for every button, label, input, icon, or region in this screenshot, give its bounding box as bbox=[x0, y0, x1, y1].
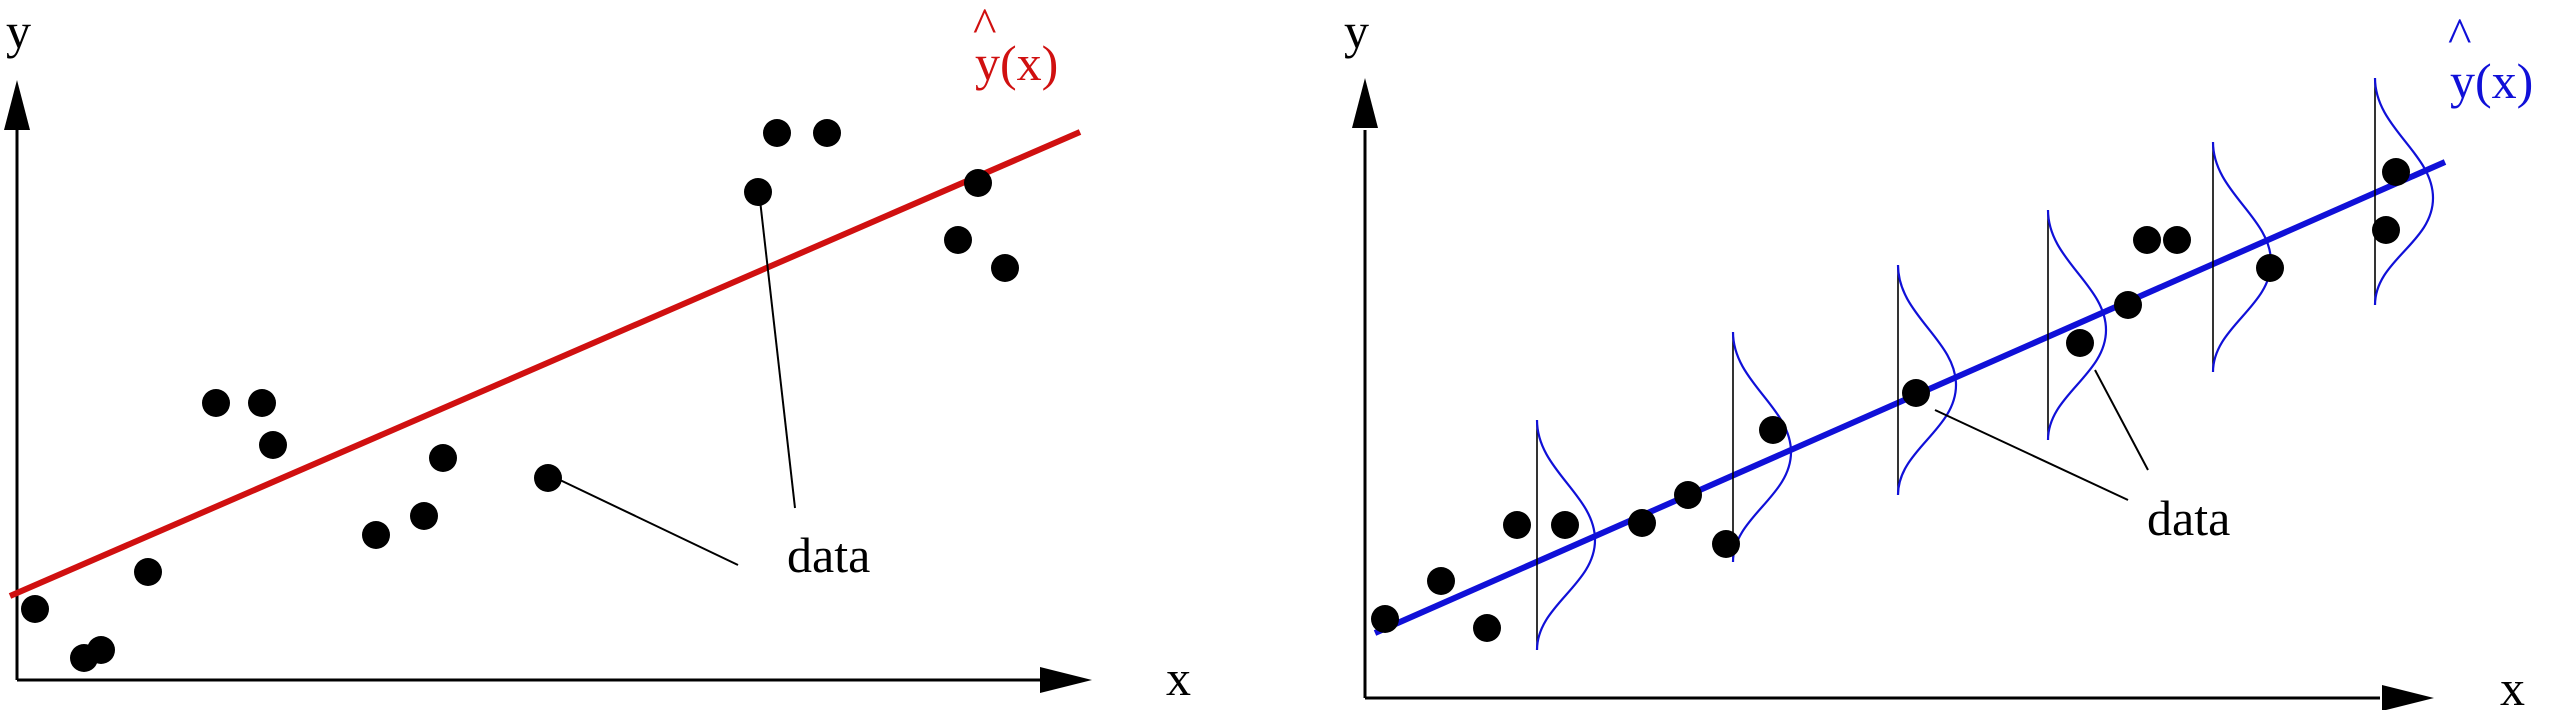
right-data-point bbox=[1503, 511, 1531, 539]
right-data-point bbox=[1371, 605, 1399, 633]
left-data-point bbox=[763, 119, 791, 147]
right-x-axis-label: x bbox=[2500, 660, 2525, 710]
left-data-pointer-1 bbox=[559, 479, 739, 566]
right-x-axis-arrowhead bbox=[2382, 685, 2434, 710]
left-data-pointer-2 bbox=[759, 199, 796, 509]
right-data-point bbox=[1759, 416, 1787, 444]
right-data-point bbox=[2133, 226, 2161, 254]
right-data-point bbox=[2066, 329, 2094, 357]
right-y-axis-label: y bbox=[1344, 3, 1369, 59]
right-data-point bbox=[2256, 254, 2284, 282]
left-data-point bbox=[134, 558, 162, 586]
left-data-point bbox=[259, 431, 287, 459]
left-data-point bbox=[21, 595, 49, 623]
right-panel: y x ^ y(x) bbox=[1344, 3, 2533, 710]
left-data-point bbox=[429, 444, 457, 472]
left-data-point bbox=[362, 521, 390, 549]
error-distribution bbox=[2373, 77, 2435, 306]
error-distribution bbox=[1896, 264, 1958, 496]
left-data-point bbox=[744, 178, 772, 206]
left-fit-hat: ^ bbox=[973, 0, 996, 53]
right-y-axis-arrowhead bbox=[1352, 78, 1378, 128]
right-fit-hat: ^ bbox=[2448, 7, 2471, 63]
left-panel: y x ^ y(x) data bbox=[4, 0, 1191, 706]
right-data-point bbox=[1628, 509, 1656, 537]
right-data-point bbox=[1551, 511, 1579, 539]
right-data-point bbox=[1473, 614, 1501, 642]
right-data-pointer-2 bbox=[2094, 369, 2149, 471]
left-y-axis-label: y bbox=[6, 3, 31, 59]
error-distribution bbox=[1731, 331, 1793, 563]
right-data-point bbox=[1427, 567, 1455, 595]
right-data-point bbox=[2382, 158, 2410, 186]
left-fit-line bbox=[8, 129, 1082, 599]
left-fit-label: y(x) bbox=[975, 35, 1058, 91]
right-data-point bbox=[1712, 530, 1740, 558]
left-data-point bbox=[534, 464, 562, 492]
right-data-point bbox=[2114, 291, 2142, 319]
left-data-point bbox=[813, 119, 841, 147]
right-data-point bbox=[1902, 379, 1930, 407]
right-data-point bbox=[2372, 216, 2400, 244]
left-x-axis-label: x bbox=[1166, 650, 1191, 706]
right-data-point bbox=[2163, 226, 2191, 254]
left-data-point bbox=[991, 254, 1019, 282]
left-data-point bbox=[944, 226, 972, 254]
left-data-label: data bbox=[787, 527, 870, 583]
error-distribution bbox=[1535, 419, 1597, 651]
left-data-point bbox=[202, 389, 230, 417]
left-data-point bbox=[248, 389, 276, 417]
left-data-point bbox=[964, 169, 992, 197]
left-x-axis-arrowhead bbox=[1040, 667, 1092, 693]
right-data-point bbox=[1674, 481, 1702, 509]
right-data-label: data bbox=[2147, 490, 2230, 546]
right-fit-label: y(x) bbox=[2450, 53, 2533, 109]
right-data-pointer-1 bbox=[1934, 409, 2129, 501]
left-y-axis-arrowhead bbox=[4, 80, 30, 130]
left-data-point bbox=[410, 502, 438, 530]
error-distribution bbox=[2046, 209, 2108, 441]
left-data-point bbox=[87, 636, 115, 664]
